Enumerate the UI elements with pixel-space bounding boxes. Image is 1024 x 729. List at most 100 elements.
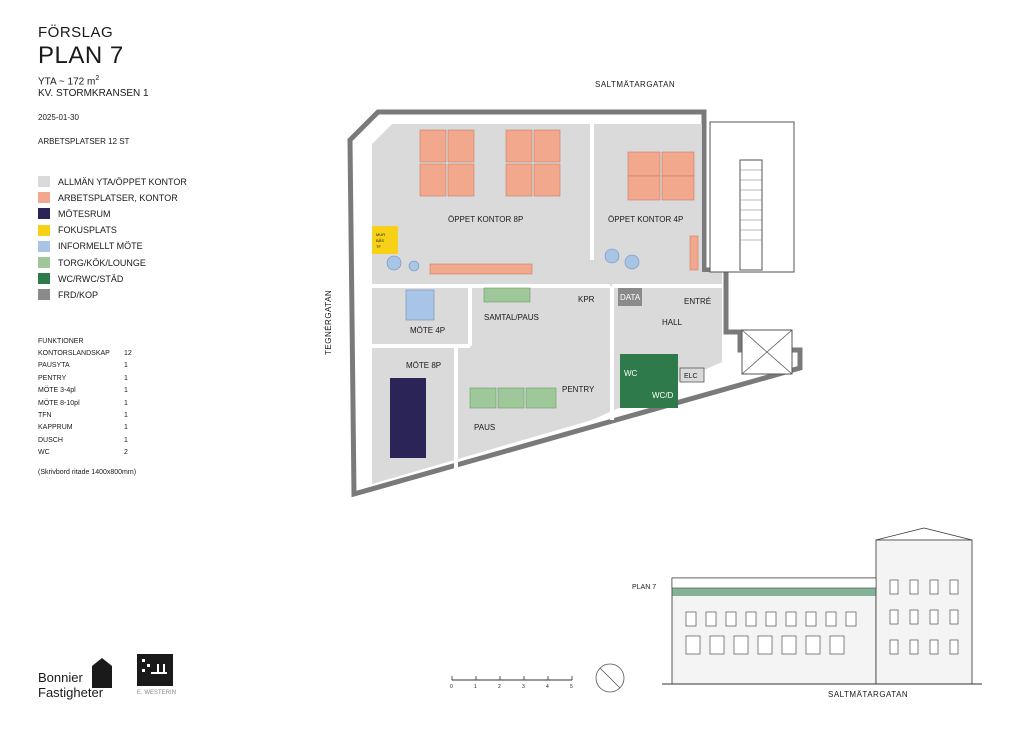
elevation-label: PLAN 7 [632, 584, 657, 591]
workplace-count: ARBETSPLATSER 12 ST [38, 137, 130, 146]
room-open-4p: ÖPPET KONTOR 4P [608, 215, 683, 224]
meeting-table-8p [390, 378, 426, 458]
area-unit-sup: 2 [95, 75, 100, 82]
plan-date: 2025-01-30 [38, 113, 79, 122]
room-wcd: WC/D [652, 391, 674, 400]
legend-label: TORG/KÖK/LOUNGE [58, 257, 146, 268]
legend-swatch [38, 176, 50, 187]
legend-item: INFORMELLT MÖTE [38, 240, 143, 252]
legend-swatch [38, 240, 50, 252]
legend-item: FRD/KOP [38, 289, 99, 301]
desk-note: (Skrivbord ritade 1400x800mm) [38, 469, 137, 476]
function-name: KAPPRUM [38, 424, 73, 432]
legend-swatch [38, 192, 50, 204]
focus-label: MUR [376, 232, 385, 237]
function-name: PENTRY [38, 374, 67, 382]
room-open-8p: ÖPPET KONTOR 8P [448, 215, 523, 224]
legend-item: TORG/KÖK/LOUNGE [38, 257, 146, 268]
stairwell [709, 121, 795, 273]
legend-swatch [38, 224, 50, 236]
scale-tick-label: 4 [546, 684, 549, 690]
focus-label: BÅS [376, 238, 384, 243]
storage-bench [429, 263, 533, 275]
room-data: DATA [620, 293, 641, 302]
street-top: SALTMÄTARGATAN [595, 80, 676, 89]
function-name: TFN [38, 412, 52, 419]
scale-tick-label: 3 [522, 684, 525, 690]
function-count: 1 [124, 424, 128, 432]
legend-item: WC/RWC/STÄD [38, 273, 124, 285]
room-wc: WC [624, 369, 638, 378]
function-row: MÖTE 8-10pl 1 [38, 400, 138, 407]
interior-walls [372, 124, 722, 480]
data-room [618, 288, 642, 306]
meeting-table-4p [405, 289, 435, 321]
page-title: PLAN 7 [38, 42, 124, 69]
function-count: 2 [124, 449, 128, 457]
owner-logo-icon [92, 658, 112, 688]
function-row: MÖTE 3-4pl 1 [38, 387, 138, 394]
function-name: WC [38, 449, 50, 457]
legend-label: WC/RWC/STÄD [58, 273, 124, 284]
compass-icon [595, 663, 625, 693]
focus-booth [372, 226, 398, 254]
room-meeting-4p: MÖTE 4P [410, 326, 445, 335]
legend-swatch [38, 273, 50, 285]
wc-block [620, 354, 678, 408]
legend-item: MÖTESRUM [38, 208, 111, 220]
property-name: KV. STORMKRANSEN 1 [38, 88, 149, 99]
room-paus: PAUS [474, 423, 495, 432]
scale-tick-label: 0 [450, 684, 453, 690]
scale-tick-label: 2 [498, 684, 501, 690]
legend-label: ALLMÄN YTA/ÖPPET KONTOR [58, 176, 187, 187]
stair-steps [740, 169, 762, 241]
legend-item: ALLMÄN YTA/ÖPPET KONTOR [38, 176, 187, 187]
owner-name-line2: Fastigheter [38, 685, 104, 700]
scale-tick-label: 1 [474, 684, 477, 690]
function-count: 1 [124, 387, 128, 395]
architect-logo-icon [137, 654, 173, 686]
function-count: 1 [124, 436, 128, 444]
room-entre: ENTRÉ [684, 297, 711, 306]
function-name: KONTORSLANDSKAP [38, 350, 110, 357]
scale-tick-label: 5 [570, 684, 573, 690]
legend-label: MÖTESRUM [58, 208, 111, 219]
elevator-cross [741, 329, 793, 375]
proposal-label: FÖRSLAG [38, 24, 114, 41]
function-count: 12 [124, 350, 132, 357]
area-text: YTA ~ 172 m2 [38, 72, 99, 89]
functions-title: FUNKTIONER [38, 338, 84, 345]
room-kpr: KPR [578, 295, 595, 304]
room-hall: HALL [662, 318, 683, 327]
legend-swatch [38, 257, 50, 268]
desks-open-4p [627, 151, 695, 201]
side-cabinet [689, 235, 699, 271]
legend-label: FRD/KOP [58, 289, 99, 300]
function-count: 1 [124, 399, 128, 407]
legend-swatch [38, 289, 50, 301]
informal-chairs [386, 248, 640, 272]
legend-label: INFORMELLT MÖTE [58, 241, 143, 252]
function-name: MÖTE 3-4pl [38, 387, 76, 395]
function-row: KONTORSLANDSKAP 12 [38, 350, 138, 357]
legend-label: ARBETSPLATSER, KONTOR [58, 192, 178, 203]
stair-core [739, 159, 763, 271]
legend-label: FOKUSPLATS [58, 225, 117, 236]
room-meeting-8p: MÖTE 8P [406, 361, 441, 370]
area-value: YTA ~ 172 m [38, 76, 96, 88]
function-name: PAUSYTA [38, 362, 70, 370]
function-name: MÖTE 8-10pl [38, 399, 80, 407]
room-elc: ELC [684, 373, 698, 380]
room-samtal: SAMTAL/PAUS [484, 313, 539, 322]
owner-name-line1: Bonnier [38, 670, 83, 685]
legend-swatch [38, 208, 50, 220]
function-count: 1 [124, 374, 128, 382]
function-row: PENTRY 1 [38, 375, 138, 382]
function-row: WC 2 [38, 449, 138, 456]
street-bottom: SALTMÄTARGATAN [828, 690, 909, 699]
room-pentry: PENTRY [562, 385, 595, 394]
legend-item: FOKUSPLATS [38, 224, 117, 236]
